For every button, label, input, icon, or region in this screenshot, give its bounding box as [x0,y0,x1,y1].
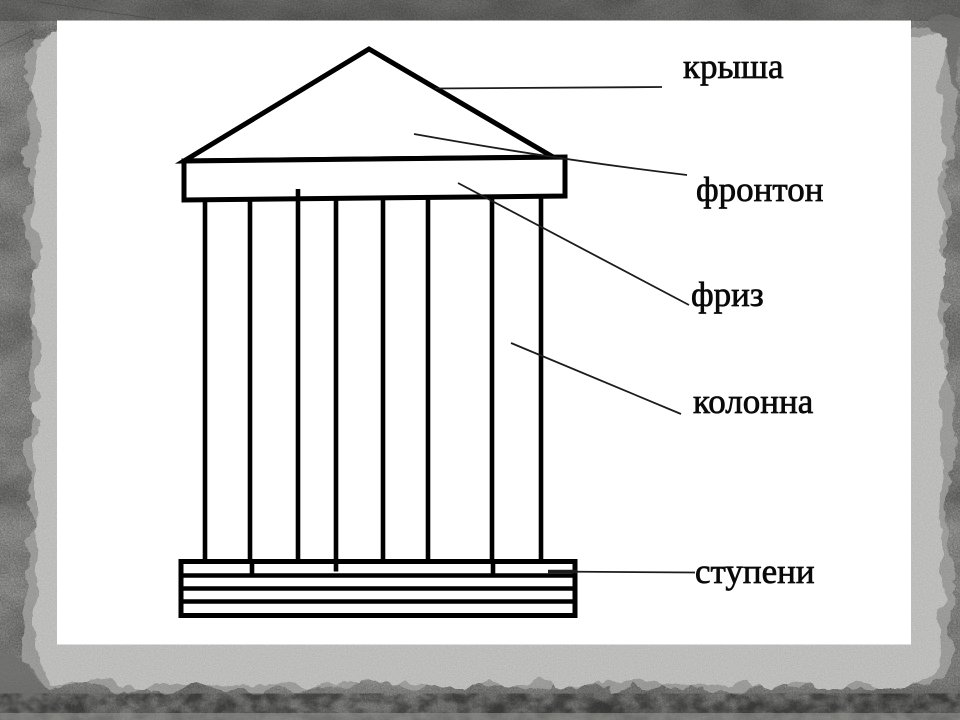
label-steps: ступени [695,552,815,591]
labels: крыша фронтон фриз колонна ступени [683,47,824,592]
entablature-band [181,154,568,203]
pointer-line-column [510,342,682,415]
bottom-floor-strip [0,713,960,720]
pointer-lines [413,86,696,574]
pointer-line-frieze [457,182,690,306]
colonnade [202,192,544,562]
pointer-line-roof [434,86,663,90]
label-pediment: фронтон [696,170,823,209]
pointer-line-pediment [413,133,688,176]
label-column: колонна [693,382,814,421]
pediment-triangle [174,46,563,164]
steps-block [178,559,578,618]
label-roof: крыша [683,47,784,86]
label-frieze: фриз [691,275,764,314]
temple-drawing [174,46,578,618]
